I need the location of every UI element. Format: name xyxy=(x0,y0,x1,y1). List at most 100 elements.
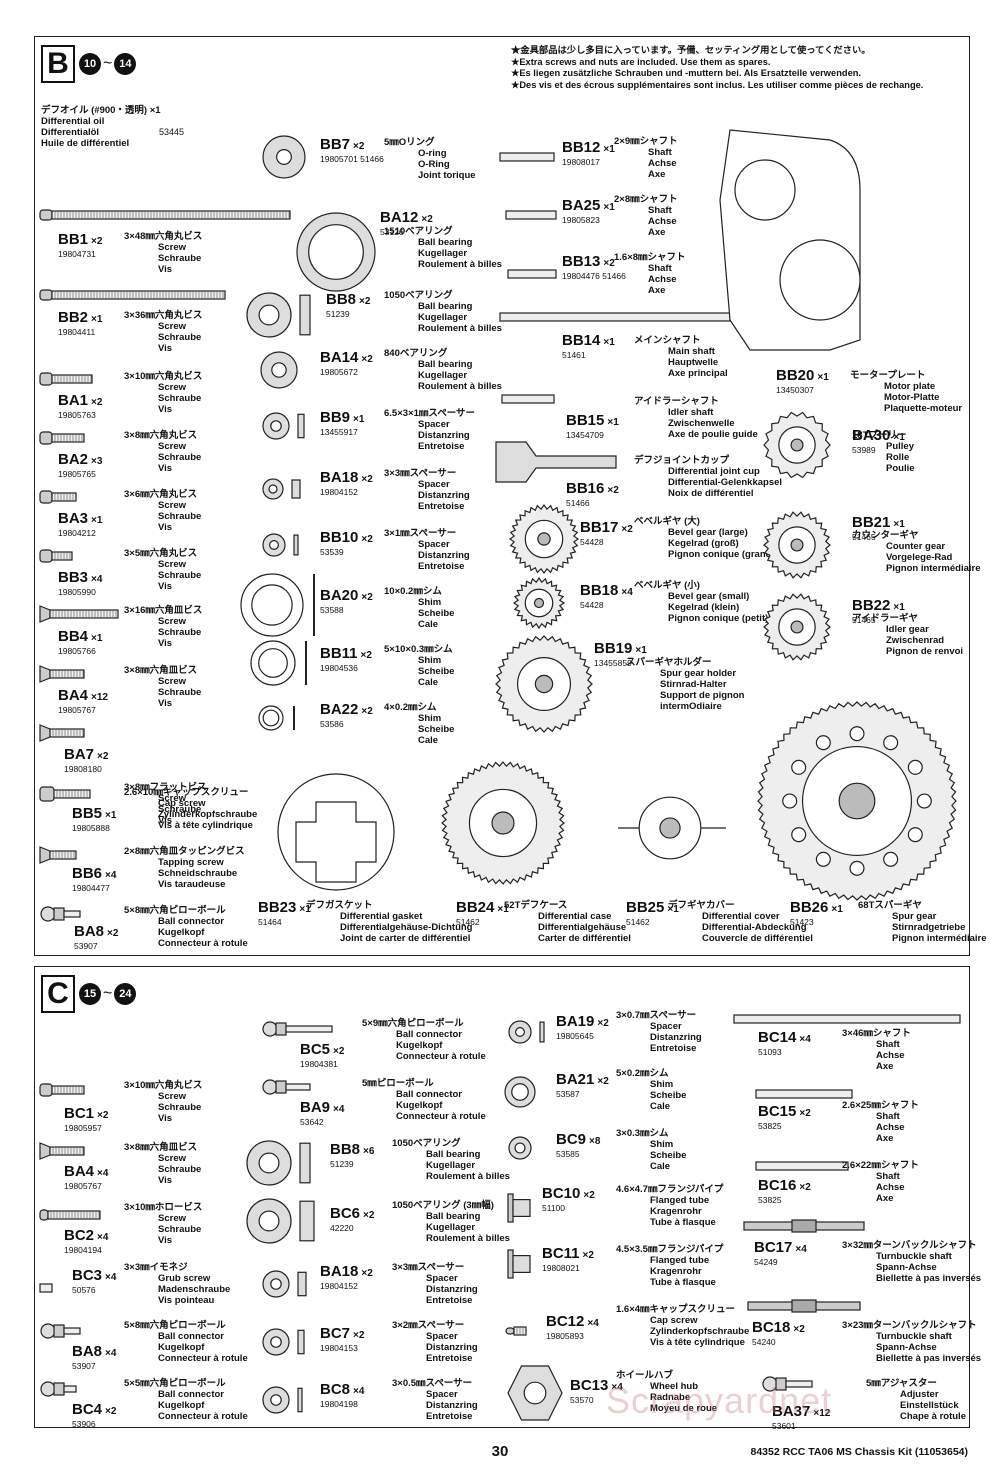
part-code: 19804477 xyxy=(72,883,110,893)
part-name-translation: Ball connector xyxy=(158,1389,224,1400)
bb22-part-drawing xyxy=(763,593,831,661)
part-name-translation: Differential-Abdeckung xyxy=(702,922,807,933)
part-name-jp: 5×9㎜六角ピローボール xyxy=(362,1018,464,1029)
part-code: 19805766 xyxy=(58,646,96,656)
part-id: BA22×2 xyxy=(320,702,373,719)
part-quantity: ×4 xyxy=(799,1034,811,1045)
part-name-translation: Scheibe xyxy=(418,666,455,677)
part-id-text: BB19 xyxy=(594,640,633,657)
part-name-jp: 1.6×4㎜キャップスクリュー xyxy=(616,1304,736,1315)
part-name-translation: intermOdiaire xyxy=(660,701,722,712)
part-name-translation: Differential case xyxy=(538,911,612,922)
part-quantity: ×12 xyxy=(813,1408,831,1419)
part-id-text: BC6 xyxy=(330,1205,361,1222)
differential-oil: デフオイル (#900・透明) ×1 Differential oil Diff… xyxy=(41,105,184,149)
part-name-translation: Differential-Gelenkkapsel xyxy=(668,477,783,488)
part-name-jp: 3×3㎜イモネジ xyxy=(124,1262,188,1273)
part-name-translation: Distanzring xyxy=(418,490,470,501)
part-name-translation: Cale xyxy=(418,677,439,688)
part-id: BC10×2 xyxy=(542,1186,595,1203)
part-name-translation: Radnabe xyxy=(650,1392,691,1403)
ba7-part-drawing xyxy=(39,724,85,742)
part-name-translation: Roulement à billes xyxy=(418,259,502,270)
part-quantity: ×2 xyxy=(107,928,119,939)
part-name-translation: Biellette à pas inversés xyxy=(876,1353,982,1364)
part-id-text: BA20 xyxy=(320,587,359,604)
part-name-translation: Screw xyxy=(158,382,186,393)
part-id-text: BA4 xyxy=(64,1163,95,1180)
part-name-translation: Screw xyxy=(158,1091,186,1102)
watermark-text: Scrapyardnet xyxy=(606,1380,833,1421)
part-id: BA9×4 xyxy=(300,1100,344,1117)
bb24-part-drawing xyxy=(441,761,565,885)
part-name-jp: 5㎜アジャスター xyxy=(866,1378,937,1389)
part-quantity: ×4 xyxy=(795,1244,807,1255)
part-name-translation: Schraube xyxy=(158,1164,202,1175)
part-name-jp: 5㎜ピローボール xyxy=(362,1078,434,1089)
part-code: 51462 xyxy=(456,917,480,927)
panel-b-header: B 10 ~ 14 xyxy=(41,45,137,83)
part-code: 53586 xyxy=(320,719,344,729)
part-name-translation: Screw xyxy=(158,321,186,332)
part-name-translation: Axe xyxy=(648,227,666,238)
part-quantity: ×4 xyxy=(333,1104,345,1115)
ba21-part-drawing xyxy=(504,1076,536,1108)
part-name-translation: Screw xyxy=(158,676,186,687)
part-quantity: ×1 xyxy=(603,202,615,213)
part-id: BB23×1 xyxy=(258,900,311,917)
part-quantity: ×1 xyxy=(893,519,905,530)
part-name-translation: Zylinderkopfschraube xyxy=(158,809,258,820)
part-id: BA21×2 xyxy=(556,1072,609,1089)
part-quantity: ×2 xyxy=(359,296,371,307)
part-code: 53570 xyxy=(570,1395,594,1405)
part-quantity: ×4 xyxy=(97,1232,109,1243)
part-name-translation: Entretoise xyxy=(418,561,465,572)
part-code: 19804198 xyxy=(320,1399,358,1409)
part-name-translation: Zwischenrad xyxy=(886,635,945,646)
oil-jp: デフオイル (#900・透明) ×1 xyxy=(41,105,161,116)
part-quantity: ×2 xyxy=(361,474,373,485)
part-name-translation: Vis xyxy=(158,638,173,649)
part-name-translation: Carter de différentiel xyxy=(538,933,631,944)
part-id-text: BC4 xyxy=(72,1401,103,1418)
part-id: BC12×4 xyxy=(546,1314,599,1331)
part-name-jp: ホイールハブ xyxy=(616,1370,674,1381)
part-id: BC8×4 xyxy=(320,1382,364,1399)
part-name-jp: ベベルギヤ (大) xyxy=(634,516,700,527)
part-name-jp: 2×8㎜シャフト xyxy=(614,194,678,205)
part-quantity: ×2 xyxy=(353,1330,365,1341)
bc10-part-drawing xyxy=(507,1193,531,1223)
bb3-part-drawing xyxy=(39,549,73,563)
ba8-part-drawing xyxy=(40,1323,81,1339)
bb7-part-drawing xyxy=(262,135,306,179)
part-code: 19804152 xyxy=(320,487,358,497)
part-code: 19805763 xyxy=(58,410,96,420)
part-name-translation: Screw xyxy=(158,559,186,570)
part-name-translation: Schraube xyxy=(158,687,202,698)
part-name-translation: Entretoise xyxy=(426,1411,473,1422)
part-quantity: ×6 xyxy=(363,1146,375,1157)
part-name-jp: 5×0.2㎜シム xyxy=(616,1068,669,1079)
part-quantity: ×4 xyxy=(105,1272,117,1283)
bb12-part-drawing xyxy=(499,152,555,162)
part-name-jp: 3×3㎜スペーサー xyxy=(384,468,457,479)
part-code: 53907 xyxy=(74,941,98,951)
